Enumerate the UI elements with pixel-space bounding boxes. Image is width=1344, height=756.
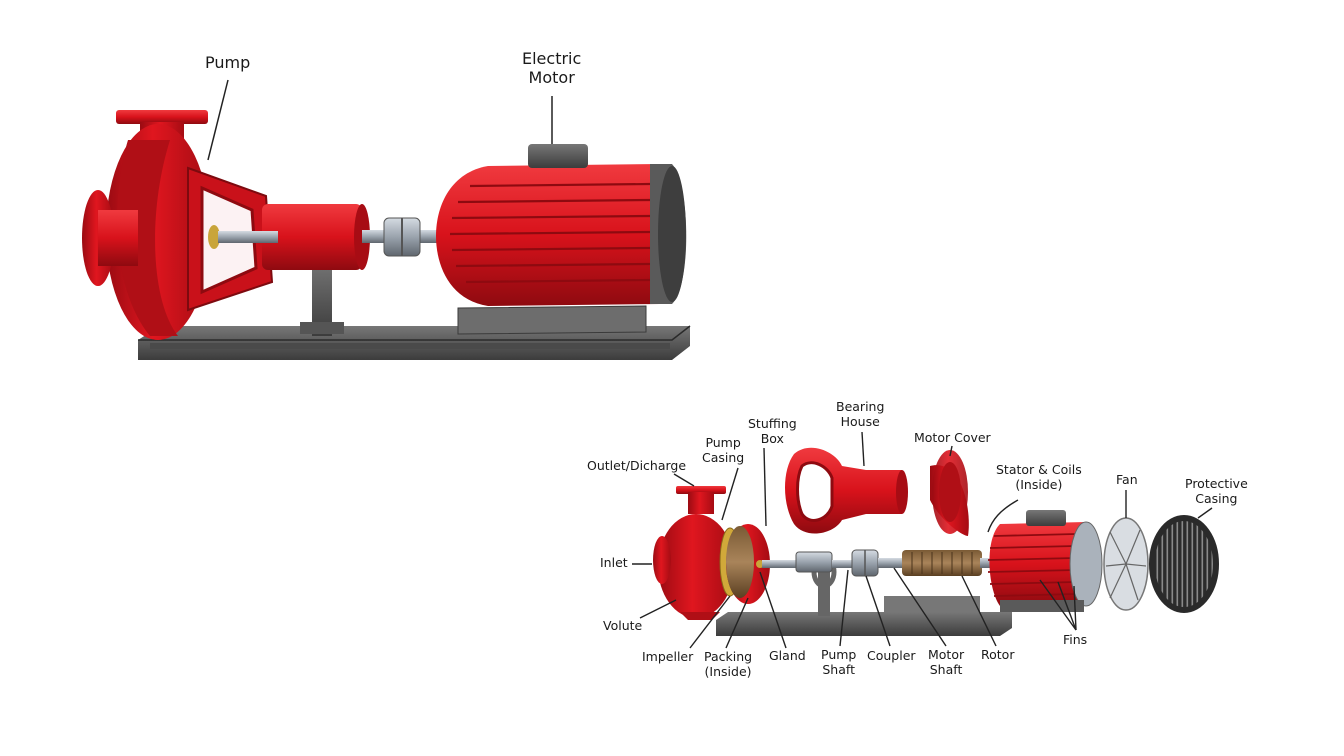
label-fins: Fins [1063, 633, 1087, 648]
label-bearing-house-line1: Bearing [836, 400, 884, 415]
label-stator-coils-line2: (Inside) [996, 478, 1082, 493]
label-stuffing-box-line2: Box [748, 432, 797, 447]
label-outlet-discharge: Outlet/Dicharge [587, 459, 686, 474]
label-pump-shaft: Pump Shaft [821, 648, 856, 678]
assembled-pump-illustration [82, 80, 690, 360]
label-pump-shaft-line2: Shaft [821, 663, 856, 678]
label-pump-casing-line2: Casing [702, 451, 744, 466]
label-stuffing-box: Stuffing Box [748, 417, 797, 447]
label-electric-motor-line2: Motor [522, 69, 581, 88]
label-volute: Volute [603, 619, 642, 634]
label-electric-motor-line1: Electric [522, 50, 581, 69]
label-stator-coils-line1: Stator & Coils [996, 463, 1082, 478]
label-stator-coils: Stator & Coils (Inside) [996, 463, 1082, 493]
label-impeller: Impeller [642, 650, 693, 665]
label-motor-shaft-line1: Motor [928, 648, 964, 663]
label-pump-casing: Pump Casing [702, 436, 744, 466]
label-motor-shaft-line2: Shaft [928, 663, 964, 678]
label-electric-motor: Electric Motor [522, 50, 581, 88]
label-stuffing-box-line1: Stuffing [748, 417, 797, 432]
label-motor-shaft: Motor Shaft [928, 648, 964, 678]
label-bearing-house: Bearing House [836, 400, 884, 430]
label-packing-line2: (Inside) [704, 665, 752, 680]
label-pump: Pump [205, 54, 250, 73]
label-packing: Packing (Inside) [704, 650, 752, 680]
label-protective-casing: Protective Casing [1185, 477, 1248, 507]
label-gland: Gland [769, 649, 806, 664]
label-fan: Fan [1116, 473, 1138, 488]
label-packing-line1: Packing [704, 650, 752, 665]
label-pump-casing-line1: Pump [702, 436, 744, 451]
label-inlet: Inlet [600, 556, 628, 571]
label-rotor: Rotor [981, 648, 1014, 663]
label-pump-shaft-line1: Pump [821, 648, 856, 663]
label-protective-casing-line2: Casing [1185, 492, 1248, 507]
label-bearing-house-line2: House [836, 415, 884, 430]
label-motor-cover: Motor Cover [914, 431, 991, 446]
label-coupler: Coupler [867, 649, 916, 664]
label-protective-casing-line1: Protective [1185, 477, 1248, 492]
